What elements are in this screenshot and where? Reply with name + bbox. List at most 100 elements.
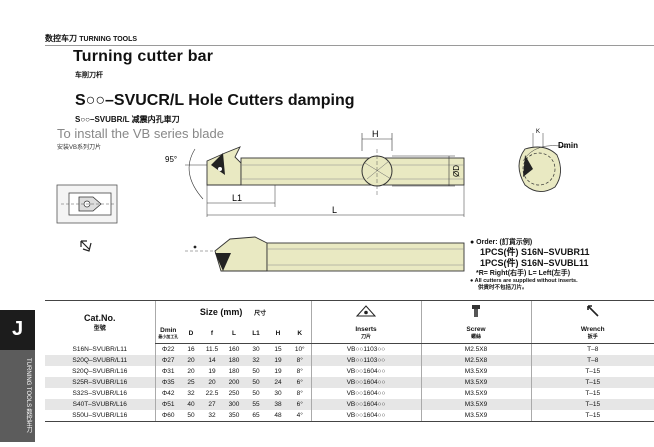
table-cell-h: 15	[274, 346, 282, 353]
col-f: f	[201, 323, 223, 344]
table-cell-insert: VB○○1604○○	[310, 366, 421, 377]
k-dimension-label: K	[536, 129, 540, 135]
table-cell-h: 38	[267, 399, 289, 410]
table-cell-l: 300	[223, 399, 245, 410]
table-cell-insert: VB○○1103○○	[310, 355, 421, 366]
table-cell-dmin: Φ42	[154, 388, 181, 399]
h-dimension-label: H	[372, 129, 379, 139]
hand-note: *R= Right(右手) L= Left(左手)	[476, 270, 571, 277]
table-cell-l1: 30	[252, 346, 260, 353]
table-cell-wrench: T–15	[530, 399, 654, 410]
tool-drawing: 95° H ØD L1 L K Dmin	[56, 129, 578, 272]
table-cell-l1: 50	[252, 390, 260, 397]
col-k: K	[289, 323, 311, 344]
table-cell-k: 8°	[289, 355, 311, 366]
table-cell-d: 32	[187, 390, 195, 397]
table-cell-wrench: T–15	[530, 377, 654, 388]
order-label: ● Order: (訂貨示例)	[470, 239, 533, 246]
table-cell-wrench: T–15	[530, 410, 654, 422]
d-dimension-label: ØD	[452, 165, 461, 177]
table-cell-wrench: T–15	[530, 388, 654, 399]
side-tab-letter-bg	[0, 310, 35, 350]
bar-side-view	[185, 236, 465, 272]
table-cell-d: 40	[181, 399, 201, 410]
table-cell-dmin: Φ60	[154, 410, 181, 422]
table-cell-insert: VB○○1604○○	[310, 399, 421, 410]
table-cell-f: 14	[201, 355, 223, 366]
table-cell-f: 32	[201, 410, 223, 422]
table-cell-insert: VB○○1103○○	[310, 343, 421, 355]
table-cell-wrench: T–8	[530, 355, 654, 366]
table-cell-f: 11.5	[205, 346, 219, 353]
table-cell-cat: S32S–SVUBR/L16	[72, 390, 128, 397]
insert-icon	[355, 305, 377, 317]
table-cell-insert: VB○○1604○○	[310, 377, 421, 388]
table-cell-l1: 55	[245, 399, 267, 410]
table-cell-cat: S16N–SVUBR/L11	[72, 345, 127, 353]
wrench-icon	[586, 305, 599, 317]
install-note: To install the VB series blade	[57, 126, 224, 141]
table-cell-insert: VB○○1604○○	[310, 410, 421, 422]
screw-icon	[472, 305, 480, 317]
table-cell-dmin: Φ27	[154, 355, 181, 366]
order-example-2: 1PCS(件) S16N–SVUBL11	[480, 258, 589, 268]
order-block: ● Order: (訂貨示例) 1PCS(件) S16N–SVUBR11 1PC…	[470, 238, 652, 292]
table-cell-l1: 65	[245, 410, 267, 422]
table-cell-wrench: T–15	[530, 366, 654, 377]
table-cell-l: 180	[228, 368, 240, 375]
table-cell-cat: S25R–SVUBR/L16	[45, 377, 155, 388]
direction-arrow-icon	[80, 240, 92, 252]
catalog-header-en: TURNING TOOLS	[79, 36, 138, 43]
table-cell-l1: 50	[252, 368, 260, 375]
table-cell-screw: M3.5X9	[420, 399, 531, 410]
table-cell-h: 24	[267, 377, 289, 388]
catno-header: Cat.No. 型號	[45, 300, 155, 344]
table-cell-l: 350	[223, 410, 245, 422]
table-cell-cat: S20Q–SVUBR/L16	[72, 368, 128, 375]
bar-top-view	[185, 133, 465, 217]
table-cell-d: 20	[187, 368, 195, 375]
catalog-header: 数控车刀 TURNING TOOLS	[45, 33, 137, 44]
table-cell-k: 8°	[296, 368, 303, 375]
header-divider	[45, 45, 654, 46]
table-cell-f: 19	[208, 368, 216, 375]
side-tab-text-bg	[0, 350, 35, 442]
table-cell-h: 48	[267, 410, 289, 422]
table-cell-f: 22.5	[205, 390, 219, 397]
supply-note-cn: 供貨时不包括刀片。	[478, 285, 528, 291]
table-cell-l1: 50	[245, 377, 267, 388]
side-tab-text: TURNING TOOLS 数控车刀	[25, 358, 31, 433]
col-l: L	[223, 323, 245, 344]
wrench-header-icon-cell	[530, 300, 654, 323]
table-cell-l: 180	[223, 355, 245, 366]
table-cell-cat: S20Q–SVUBR/L11	[45, 355, 155, 366]
product-subtitle-cn: S○○–SVUBR/L 减震内孔車刀	[75, 115, 180, 124]
table-cell-screw: M3.5X9	[420, 388, 531, 399]
screw-header-icon-cell	[420, 300, 531, 323]
table-cell-l: 160	[228, 346, 240, 353]
inserts-header-icon-cell	[310, 300, 421, 323]
page-title: Turning cutter bar	[73, 48, 214, 65]
table-cell-k: 4°	[289, 410, 311, 422]
table-cell-dmin: Φ22	[154, 343, 181, 355]
table-cell-d: 50	[181, 410, 201, 422]
table-cell-d: 16	[187, 346, 195, 353]
insert-view-icon	[56, 184, 118, 224]
bar-end-view	[518, 133, 568, 192]
table-cell-l: 250	[228, 390, 240, 397]
angle-label: 95°	[165, 155, 177, 164]
table-cell-screw: M2.5X8	[420, 343, 531, 355]
table-cell-k: 6°	[289, 399, 311, 410]
table-cell-screw: M2.5X8	[420, 355, 531, 366]
side-tab-letter: J	[11, 318, 24, 340]
table-cell-h: 19	[267, 355, 289, 366]
install-note-cn: 安装VB系列刀片	[57, 145, 102, 151]
